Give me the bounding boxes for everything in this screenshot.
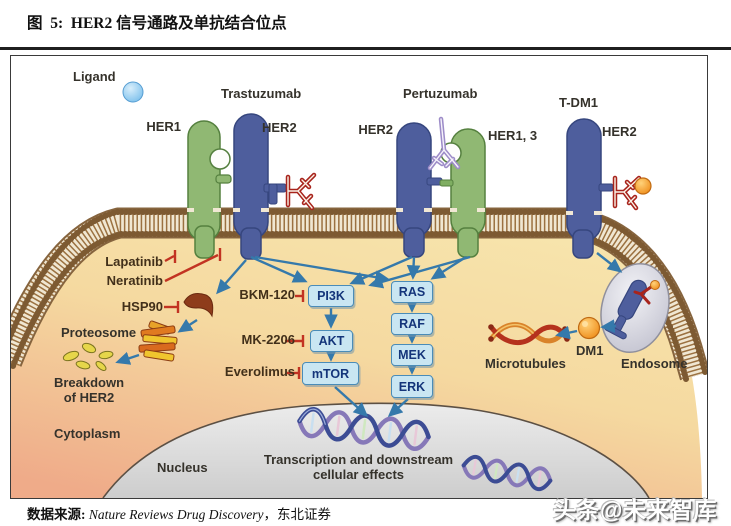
breakdown-line2: of HER2	[63, 389, 115, 405]
raf-box: RAF	[391, 313, 433, 335]
proteosome-label: Proteosome	[61, 325, 137, 340]
source-label: 数据来源:	[27, 507, 86, 522]
her1-receptor-shape	[187, 120, 232, 259]
pi3k-box: PI3K	[308, 285, 354, 307]
breakdown-line1: Breakdown	[53, 375, 125, 390]
dm1-label: DM1	[576, 343, 604, 358]
breakdown-label: Breakdown of HER2	[33, 375, 145, 406]
lapatinib-label: Lapatinib	[105, 254, 163, 269]
trastuzumab-label: Trastuzumab	[221, 86, 302, 101]
figure-frame: Ligand Trastuzumab HER1 HER2 Pertuzumab …	[10, 55, 708, 499]
endosome-shape	[600, 262, 670, 354]
pertuzumab-label: Pertuzumab	[403, 86, 478, 101]
microtubules-label: Microtubules	[485, 356, 566, 371]
source-name-en: Nature Reviews Drug Discovery	[88, 507, 264, 522]
nucleus-label: Nucleus	[157, 460, 208, 475]
ligand-icon	[122, 81, 144, 103]
hsp90-protein-shape	[183, 293, 214, 318]
tdm1-antibody-icon	[612, 175, 652, 211]
dm1-molecule-icon	[577, 316, 601, 340]
watermark: 头条@未来智库	[553, 497, 717, 523]
signal-arrows	[115, 252, 623, 417]
transcription-line1: Transcription and downstream	[263, 452, 454, 467]
ras-box: RAS	[391, 281, 433, 303]
her2-label-g3: HER2	[602, 124, 637, 139]
neratinib-label: Neratinib	[106, 273, 163, 288]
transcription-label: Transcription and downstream cellular ef…	[261, 452, 456, 483]
nucleus-outline	[102, 402, 650, 498]
her13-label: HER1, 3	[488, 128, 538, 143]
erk-box: ERK	[391, 375, 433, 398]
akt-box: AKT	[310, 330, 353, 352]
her2-receptor-shape-g1	[233, 113, 287, 260]
her2-fragments-shape	[62, 342, 114, 371]
pathway-diagram	[11, 81, 707, 498]
transcription-line2: cellular effects	[312, 466, 405, 482]
her2-receptor-shape-g2	[396, 122, 443, 258]
tdm1-label: T-DM1	[559, 95, 598, 110]
her2-receptor-shape-g3	[566, 118, 614, 259]
mtor-box: mTOR	[302, 362, 359, 385]
dna-helix-small-icon	[461, 454, 553, 492]
figure-title: 图 5: HER2 信号通路及单抗结合位点	[27, 15, 287, 32]
source-separator: ，	[263, 507, 277, 522]
trastuzumab-antibody-icon	[285, 172, 317, 211]
hsp90-label: HSP90	[121, 299, 163, 314]
her2-label-g1: HER2	[262, 120, 297, 135]
bkm120-label: BKM-120	[239, 287, 295, 302]
mk2206-label: MK-2206	[241, 332, 295, 347]
inhibition-lines	[164, 248, 305, 379]
everolimus-label: Everolimus	[224, 364, 295, 379]
her2-label-g2: HER2	[358, 122, 393, 137]
her1-label: HER1	[146, 119, 181, 134]
source-name-cn: 东北证券	[276, 507, 331, 522]
nucleus-shape	[103, 403, 649, 498]
endosome-label: Endosome	[621, 356, 688, 371]
cytoplasm-label: Cytoplasm	[54, 426, 121, 441]
title-divider	[0, 47, 731, 50]
pertuzumab-antibody-icon	[427, 116, 461, 171]
ligand-label: Ligand	[73, 69, 116, 84]
proteosome-shape	[138, 320, 178, 362]
data-source: 数据来源: Nature Reviews Drug Discovery，东北证券	[27, 503, 331, 523]
mek-box: MEK	[391, 344, 433, 366]
